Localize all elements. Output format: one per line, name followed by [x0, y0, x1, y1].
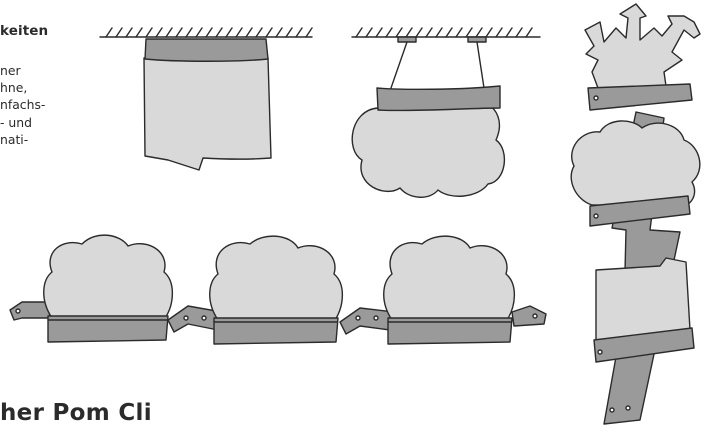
linked-clouds-figure — [9, 234, 547, 345]
body-line: - und — [0, 114, 32, 130]
body-line: ner — [0, 63, 21, 78]
hanging-rectangle-figure — [143, 38, 272, 171]
ceiling-hatch-right — [351, 27, 541, 38]
bottom-heading: her Pom Cli — [0, 400, 152, 426]
body-line: nfachs- — [0, 97, 46, 113]
ceiling-hatch-left — [99, 27, 313, 38]
body-text: ner hne, nfachs- - und nati- — [0, 62, 45, 148]
section-heading: keiten — [0, 23, 49, 39]
hanging-cloud-figure — [351, 36, 506, 198]
stacked-costume-figure — [570, 3, 701, 425]
body-line: nati- — [0, 131, 29, 147]
body-line: hne, — [0, 80, 28, 96]
